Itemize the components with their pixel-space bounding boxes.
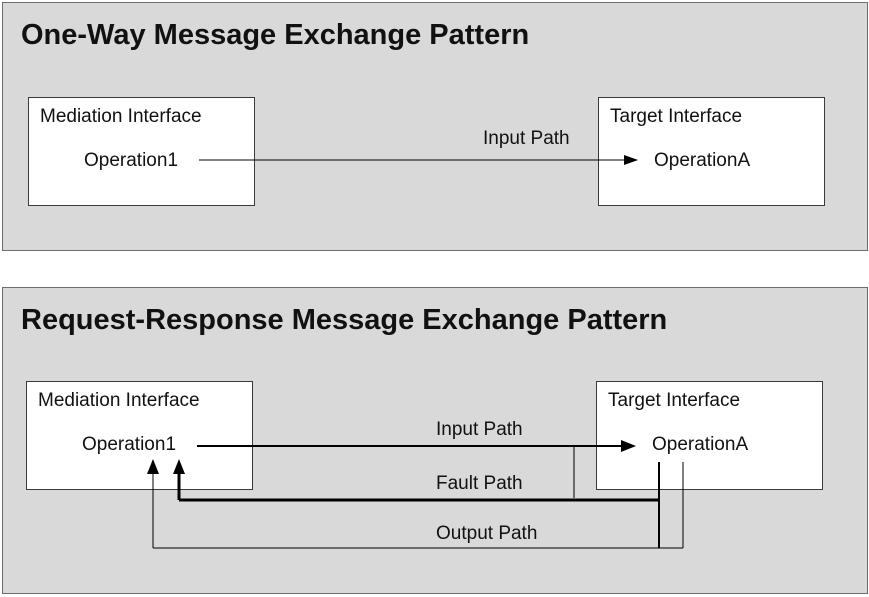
request-response-mediation-interface-label: Mediation Interface — [38, 390, 200, 411]
request-response-input-path-label: Input Path — [436, 419, 523, 440]
request-response-title: Request-Response Message Exchange Patter… — [21, 304, 668, 336]
one-way-title: One-Way Message Exchange Pattern — [21, 19, 530, 51]
one-way-target-operation: OperationA — [654, 150, 751, 171]
request-response-target-interface-box: Target Interface OperationA — [596, 381, 823, 490]
request-response-target-operation: OperationA — [652, 434, 749, 455]
request-response-fault-path-label: Fault Path — [436, 473, 523, 494]
request-response-mediation-interface-box: Mediation Interface Operation1 — [26, 381, 253, 490]
one-way-input-path-label: Input Path — [483, 128, 570, 149]
one-way-mediation-interface-box: Mediation Interface Operation1 — [28, 97, 255, 206]
one-way-target-interface-box: Target Interface OperationA — [598, 97, 825, 206]
one-way-mediation-operation: Operation1 — [84, 150, 179, 171]
one-way-target-interface-label: Target Interface — [610, 106, 743, 127]
request-response-target-interface-label: Target Interface — [608, 390, 741, 411]
request-response-output-path-label: Output Path — [436, 523, 538, 544]
request-response-mediation-operation: Operation1 — [82, 434, 177, 455]
one-way-mediation-interface-label: Mediation Interface — [40, 106, 202, 127]
